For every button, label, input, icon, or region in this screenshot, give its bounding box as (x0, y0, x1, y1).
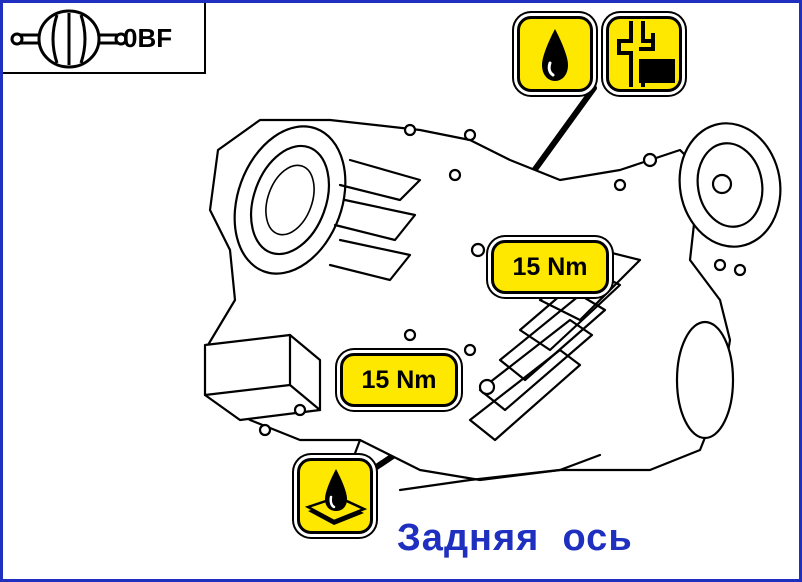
axle-gearbox-icon (10, 9, 128, 69)
bolts (258, 123, 747, 437)
oil-level-symbol (606, 16, 682, 92)
component-code-box: 0BF (3, 3, 206, 74)
oil-drain-icon (304, 469, 368, 525)
oil-fill-symbol (517, 16, 593, 92)
torque-label-filler-plug: 15 Nm (491, 240, 609, 294)
component-code: 0BF (123, 23, 173, 53)
caption-title: Задняя ось (397, 517, 633, 559)
torque-label-drain-plug: 15 Nm (340, 353, 458, 407)
oil-level-icon (617, 21, 675, 87)
housing-ribs (328, 158, 642, 442)
oil-drop-icon (542, 29, 568, 81)
oil-drain-symbol (297, 458, 373, 534)
mounting-rail (398, 453, 602, 492)
rear-cover (675, 320, 735, 440)
